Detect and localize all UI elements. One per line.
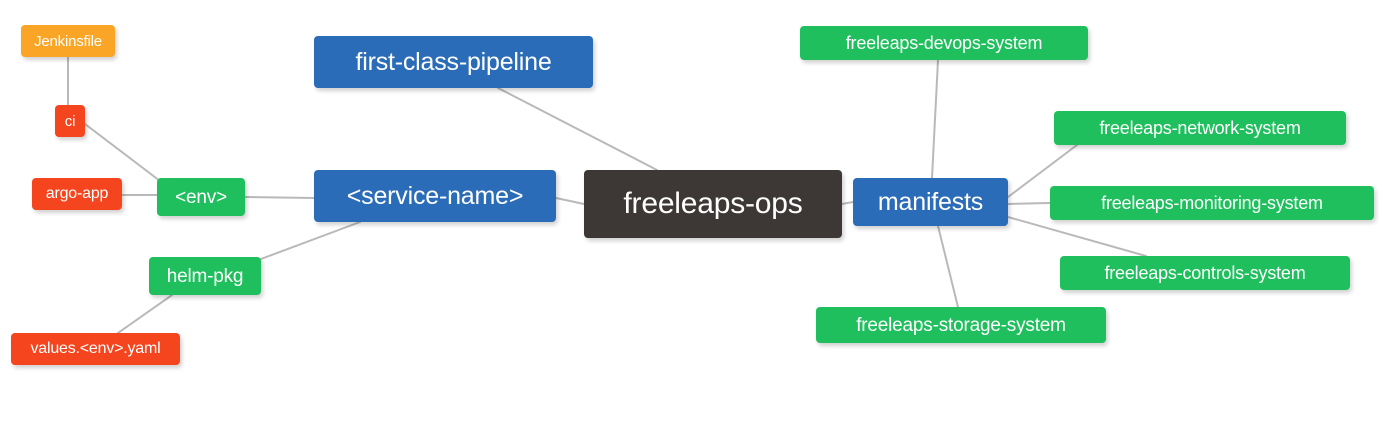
edge-root-to-pipeline [497, 87, 658, 171]
edge-root-to-manifests [841, 201, 854, 205]
edge-manifests-to-storage [937, 225, 959, 308]
node-monitoring[interactable]: freeleaps-monitoring-system [1050, 186, 1374, 220]
node-service[interactable]: <service-name> [314, 170, 556, 222]
edge-env-to-ci [84, 123, 161, 182]
node-helm[interactable]: helm-pkg [149, 257, 261, 295]
edge-manifests-to-monitoring [1007, 202, 1051, 205]
node-devops[interactable]: freeleaps-devops-system [800, 26, 1088, 60]
node-network[interactable]: freeleaps-network-system [1054, 111, 1346, 145]
edge-helm-to-values [117, 294, 173, 334]
node-argo[interactable]: argo-app [32, 178, 122, 210]
edge-manifests-to-devops [931, 59, 939, 179]
edge-service-to-helm [260, 221, 361, 260]
node-root[interactable]: freeleaps-ops [584, 170, 842, 238]
edge-manifests-to-controls [1007, 216, 1147, 257]
node-manifests[interactable]: manifests [853, 178, 1008, 226]
node-values[interactable]: values.<env>.yaml [11, 333, 180, 365]
node-controls[interactable]: freeleaps-controls-system [1060, 256, 1350, 290]
node-storage[interactable]: freeleaps-storage-system [816, 307, 1106, 343]
edge-root-to-service [555, 197, 585, 205]
node-jenkins[interactable]: Jenkinsfile [21, 25, 115, 57]
node-pipeline[interactable]: first-class-pipeline [314, 36, 593, 88]
edge-service-to-env [244, 196, 315, 199]
node-ci[interactable]: ci [55, 105, 85, 137]
node-env[interactable]: <env> [157, 178, 245, 216]
